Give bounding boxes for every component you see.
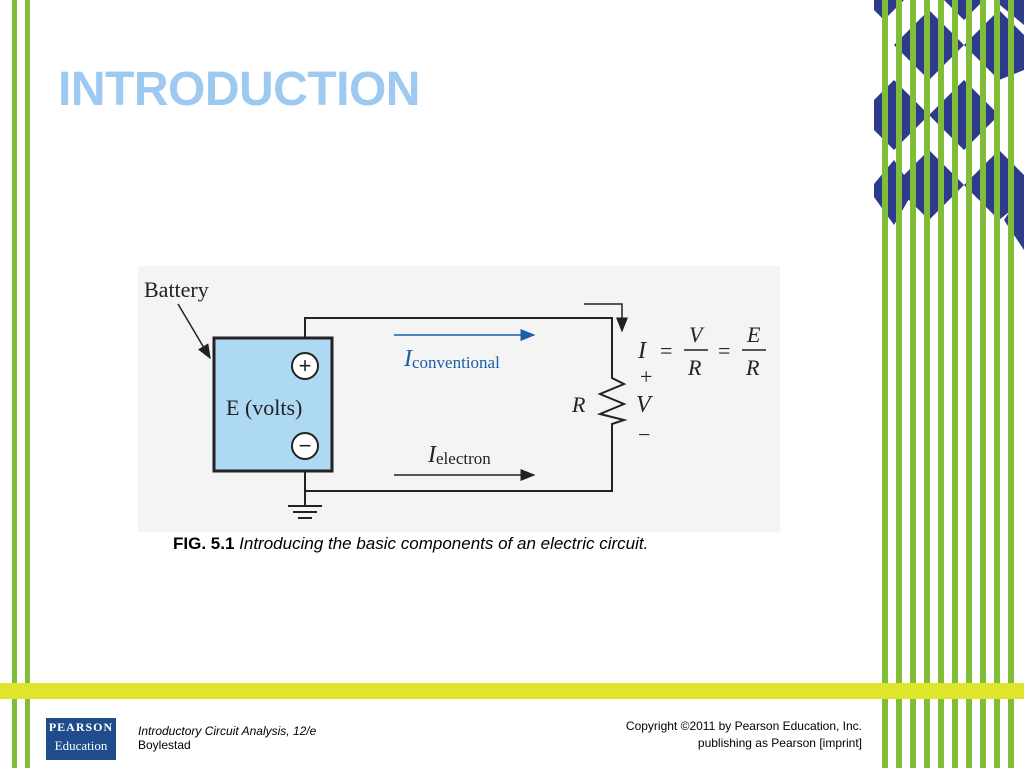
figure-caption-text: Introducing the basic components of an e… bbox=[239, 534, 649, 553]
voltage-plus-sign: + bbox=[640, 364, 652, 389]
footer-author: Boylestad bbox=[138, 738, 191, 752]
electron-current-label: Ielectron bbox=[427, 442, 491, 468]
ohm-equals-2: = bbox=[718, 338, 730, 363]
vertical-green-stripes bbox=[882, 0, 1014, 768]
circuit-diagram: Battery + − E (volts) Iconventional Iele… bbox=[144, 277, 766, 519]
resistor bbox=[596, 368, 628, 429]
loop-current-arrow bbox=[584, 303, 628, 333]
left-green-stripe-inner bbox=[25, 0, 30, 768]
battery-plus-terminal bbox=[291, 352, 319, 380]
voltage-minus-sign: − bbox=[638, 422, 650, 447]
battery-plus-sign: + bbox=[299, 353, 312, 378]
pearson-logo-line2: Education bbox=[54, 738, 108, 753]
ohm-current-symbol: I bbox=[637, 338, 647, 364]
battery-emf-label: E (volts) bbox=[226, 395, 302, 420]
figure-caption: FIG. 5.1 Introducing the basic component… bbox=[173, 534, 648, 554]
battery-pointer bbox=[177, 303, 211, 360]
footer-copyright-line2: publishing as Pearson [imprint] bbox=[697, 736, 862, 750]
ohm-resistance-denominator-1: R bbox=[687, 355, 702, 380]
footer-yellow-band bbox=[0, 683, 1024, 699]
slide-title: INTRODUCTION bbox=[58, 63, 420, 116]
ohm-voltage-numerator: V bbox=[689, 322, 705, 347]
left-green-stripe bbox=[12, 0, 17, 768]
voltage-symbol: V bbox=[636, 392, 653, 418]
circuit-figure: Battery + − E (volts) Iconventional Iele… bbox=[138, 266, 780, 532]
ground-symbol bbox=[288, 491, 322, 519]
ohm-resistance-denominator-2: R bbox=[745, 355, 760, 380]
pearson-logo-line1: PEARSON bbox=[48, 720, 114, 734]
figure-caption-label: FIG. 5.1 bbox=[173, 534, 235, 553]
right-decoration bbox=[874, 0, 1024, 768]
ohm-emf-numerator: E bbox=[746, 322, 761, 347]
footer-book-title: Introductory Circuit Analysis, 12/e bbox=[138, 724, 317, 738]
conventional-current-label: Iconventional bbox=[403, 346, 500, 372]
top-wire bbox=[304, 317, 613, 368]
resistor-label: R bbox=[571, 392, 586, 417]
bottom-wire bbox=[304, 429, 613, 492]
battery-minus-terminal bbox=[291, 432, 319, 460]
ohm-equals-1: = bbox=[660, 338, 672, 363]
battery-label: Battery bbox=[144, 277, 209, 302]
battery-minus-sign: − bbox=[299, 433, 312, 458]
pearson-logo: PEARSON Education bbox=[46, 718, 116, 760]
footer-copyright: Copyright ©2011 by Pearson Education, In… bbox=[626, 718, 862, 752]
footer-book-info: Introductory Circuit Analysis, 12/e Boyl… bbox=[138, 724, 316, 752]
footer-copyright-line1: Copyright ©2011 by Pearson Education, In… bbox=[625, 719, 862, 733]
